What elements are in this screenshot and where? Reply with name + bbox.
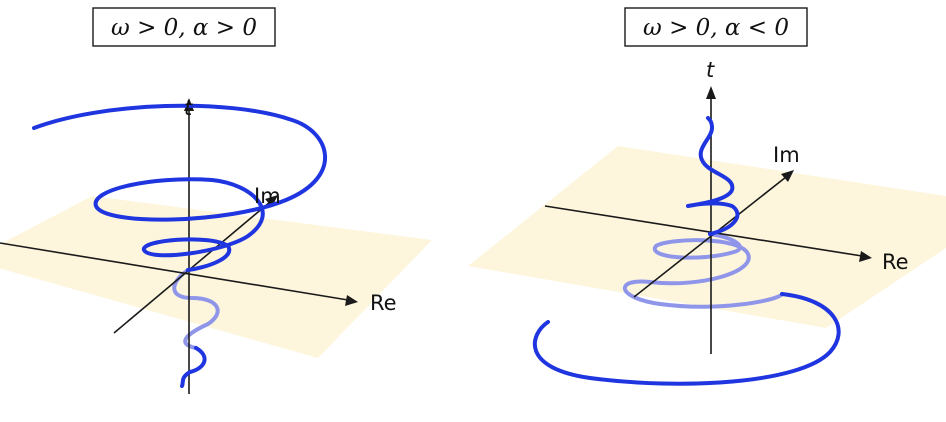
time-axis-label: t	[184, 96, 193, 120]
helix-segment-above-plane	[686, 116, 740, 236]
real-axis	[0, 242, 349, 301]
imaginary-axis-arrowhead	[781, 170, 794, 182]
real-axis-label: Re	[882, 250, 909, 274]
imaginary-axis	[633, 176, 787, 298]
complex-plane	[468, 146, 946, 328]
imaginary-axis-label: Im	[773, 143, 800, 167]
helix-segment-below-plane	[172, 268, 220, 350]
panel-title: ω > 0, α < 0	[643, 15, 789, 41]
real-axis-label: Re	[370, 291, 397, 315]
helix-segment-above-plane	[32, 103, 328, 272]
real-axis-arrowhead	[859, 251, 872, 262]
real-axis	[544, 205, 863, 257]
helix-segment-below-plane	[622, 232, 784, 309]
complex-plane	[0, 196, 432, 358]
imaginary-axis-label: Im	[254, 184, 281, 208]
time-axis-label: t	[706, 58, 715, 82]
imaginary-axis-arrowhead	[265, 195, 278, 207]
panel-right: Re Im t ω > 0, α < 0	[468, 7, 946, 386]
time-axis-arrowhead	[706, 86, 716, 99]
panel-left: Re Im t ω > 0, α > 0	[0, 7, 432, 394]
real-axis-arrowhead	[345, 295, 358, 306]
title-box	[92, 7, 276, 47]
helix-segment-bottom	[180, 346, 207, 388]
panel-title: ω > 0, α > 0	[111, 15, 257, 41]
title-box	[624, 7, 808, 47]
helix-segment-bottom	[532, 292, 841, 386]
